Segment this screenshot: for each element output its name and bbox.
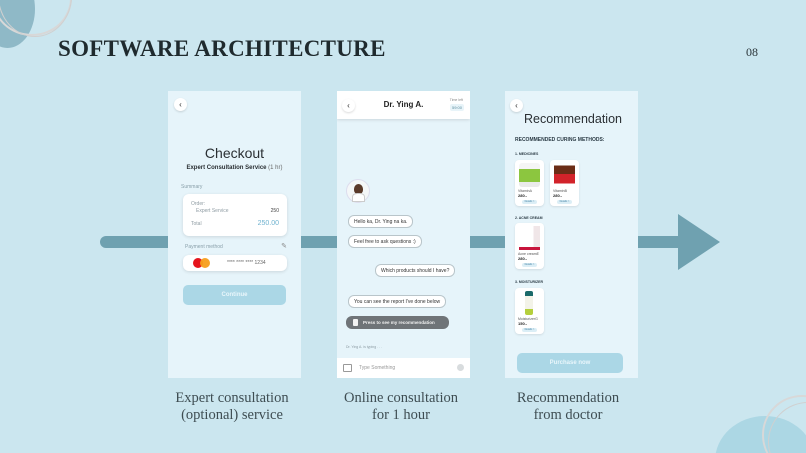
time-left-value: 59:00 [449, 104, 464, 111]
page-number: 08 [746, 45, 758, 59]
doctor-avatar [346, 179, 370, 203]
flow-arrow-segment [100, 236, 170, 248]
category-label: 1. MEDICINES [515, 152, 539, 156]
details-button[interactable]: Details > [557, 200, 572, 204]
checkout-screen: ‹ Checkout Expert Consultation Service (… [168, 91, 301, 378]
checkout-title: Checkout [204, 145, 265, 161]
caption-chat: Online consultation for 1 hour [316, 390, 486, 424]
see-recommendation-label: Press to see my recommendation [363, 320, 435, 325]
chat-message-doctor: You can see the report I've done below [348, 295, 447, 308]
chat-message-user: Which products should I have? [375, 264, 456, 277]
message-input-bar[interactable]: Type Something [337, 358, 470, 378]
flow-arrow-segment [638, 236, 680, 248]
chat-message-doctor: Feel free to ask questions :) [348, 235, 422, 248]
order-label: Order: [191, 201, 206, 207]
caption-line: from doctor [533, 407, 603, 423]
doctor-name: Dr. Ying A. [383, 100, 424, 109]
flow-arrow-head-icon [678, 214, 720, 270]
recommendation-title: Recommendation [524, 112, 622, 126]
chat-screen: ‹ Dr. Ying A. Time left 59:00 Hello ka, … [337, 91, 470, 378]
caption-checkout: Expert consultation (optional) service [147, 390, 317, 424]
product-image [554, 163, 575, 187]
caption-line: for 1 hour [372, 407, 430, 423]
total-value: 250.00 [257, 220, 279, 227]
purchase-now-button[interactable]: Purchase now [517, 353, 623, 373]
time-left-label: Time left [449, 98, 463, 102]
product-price: 280.- [553, 193, 563, 198]
product-image [519, 226, 540, 250]
order-item-price: 250 [270, 208, 279, 214]
continue-button[interactable]: Continue [183, 285, 286, 305]
order-item-name: Expert Service [196, 208, 229, 214]
flow-arrow-segment [301, 236, 337, 248]
service-name: Expert Consultation Service (1 hr) [168, 165, 301, 171]
details-button[interactable]: Details > [522, 200, 537, 204]
message-input[interactable]: Type Something [359, 365, 396, 371]
send-icon[interactable] [457, 364, 464, 371]
order-summary-card: Order: Expert Service 250 Total 250.00 [183, 194, 287, 236]
image-attach-icon[interactable] [343, 364, 352, 372]
caption-line: Expert consultation [175, 390, 289, 406]
card-number: **** **** **** 1234 [227, 260, 266, 266]
product-image [519, 163, 540, 187]
service-label: Expert Consultation Service [186, 165, 267, 171]
product-card[interactable]: Acne creamE 280.- Details > [515, 223, 544, 269]
summary-label: Summary [181, 184, 203, 190]
category-label: 2. ACNE CREAM [515, 216, 543, 220]
recommendation-subtitle: RECOMMENDED CURING METHODS: [515, 137, 605, 143]
recommendation-screen: ‹ Recommendation RECOMMENDED CURING METH… [505, 91, 638, 378]
product-price: 150.- [518, 321, 528, 326]
back-button[interactable]: ‹ [174, 98, 187, 111]
chat-header: ‹ Dr. Ying A. Time left 59:00 [337, 91, 470, 119]
service-duration: (1 hr) [268, 165, 283, 171]
details-button[interactable]: Details > [522, 328, 537, 332]
caption-line: (optional) service [181, 407, 283, 423]
product-name: VitaminA [518, 189, 532, 193]
document-icon [353, 319, 358, 326]
caption-line: Recommendation [516, 390, 620, 406]
product-name: VitaminB [553, 189, 567, 193]
product-price: 280.- [518, 256, 528, 261]
product-name: MoisturizerG [518, 317, 538, 321]
category-label: 3. MOISTURIZER [515, 280, 544, 284]
caption-line: Online consultation [344, 390, 458, 406]
product-price: 280.- [518, 193, 528, 198]
payment-method-label: Payment method [185, 244, 223, 250]
mastercard-logo-icon [193, 258, 211, 268]
caption-recommendation: Recommendation from doctor [483, 390, 653, 424]
typing-indicator: Dr. Ying A. is typing . . . [346, 345, 382, 349]
product-card[interactable]: MoisturizerG 150.- Details > [515, 288, 544, 334]
slide-title: SOFTWARE ARCHITECTURE [58, 36, 386, 61]
details-button[interactable]: Details > [522, 263, 537, 267]
payment-card[interactable]: **** **** **** 1234 [183, 255, 287, 271]
product-card[interactable]: VitaminB 280.- Details > [550, 160, 579, 206]
edit-icon[interactable]: ✎ [281, 243, 287, 250]
total-label: Total [191, 221, 202, 227]
product-name: Acne creamE [518, 252, 540, 256]
chat-message-doctor: Hello ka, Dr. Ying na ka. [348, 215, 414, 228]
back-button[interactable]: ‹ [342, 99, 355, 112]
flow-arrow-segment [470, 236, 505, 248]
see-recommendation-button[interactable]: Press to see my recommendation [346, 316, 449, 329]
back-button[interactable]: ‹ [510, 99, 523, 112]
product-image [525, 291, 533, 315]
product-card[interactable]: VitaminA 280.- Details > [515, 160, 544, 206]
